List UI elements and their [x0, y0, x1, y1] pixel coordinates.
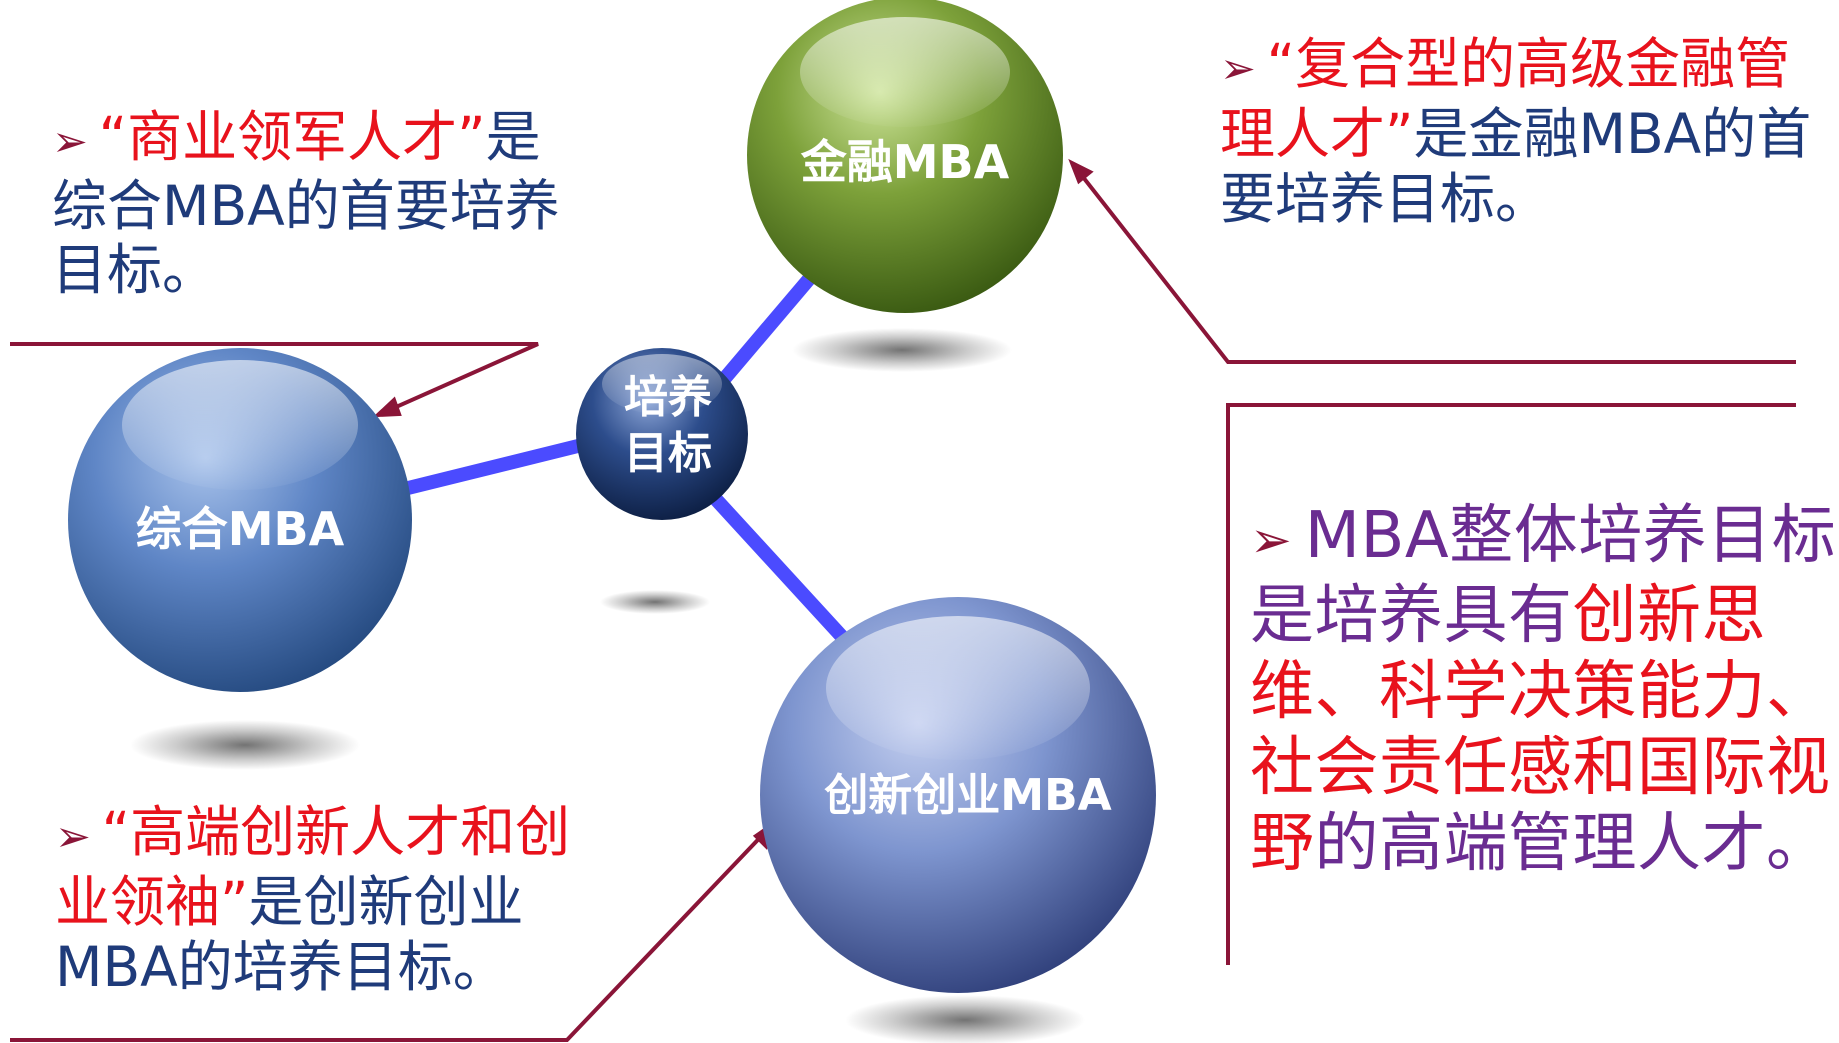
callout-innovation [10, 823, 774, 1042]
callout-overall-bracket [1226, 403, 1796, 965]
callout-comprehensive [10, 342, 539, 417]
note-innovation-highlight: “高端创新人才和创业领袖” [55, 800, 571, 934]
connector-finance [719, 267, 821, 383]
bullet-arrow-icon: ➢ [1220, 44, 1256, 94]
callout-comprehensive-arrowhead [372, 396, 402, 418]
center-label-line1: 培养 [624, 372, 712, 423]
callout-finance [1070, 161, 1796, 364]
shadow-comprehensive [130, 720, 360, 770]
note-overall-text1: MBA整体培养目标是培养具有 [1250, 499, 1837, 653]
note-finance-highlight: “复合型的高级金融管理人才” [1220, 32, 1791, 166]
note-innovation: ➢“高端创新人才和创业领袖”是创新创业MBA的培养目标。 [55, 800, 575, 1000]
callout-lines [10, 158, 1796, 1042]
node-comprehensive: 综合MBA [68, 348, 412, 692]
node-innovation: 创新创业MBA [760, 597, 1156, 993]
node-finance: 金融MBA [747, 0, 1063, 313]
note-comprehensive: ➢“商业领军人才”是综合MBA的首要培养目标。 [52, 105, 592, 302]
shadow-finance [792, 328, 1012, 372]
note-finance-text: 是金融MBA的首要培养目标。 [1220, 102, 1812, 231]
node-comprehensive-label: 综合MBA [136, 502, 345, 556]
note-innovation-text: 是创新创业MBA的培养目标。 [55, 870, 524, 999]
bullet-arrow-icon: ➢ [1250, 511, 1293, 569]
bullet-arrow-icon: ➢ [55, 812, 91, 862]
callout-finance-arrowhead [1068, 158, 1094, 185]
node-innovation-label: 创新创业MBA [824, 770, 1111, 821]
note-comprehensive-highlight: “商业领军人才” [98, 105, 486, 169]
note-finance: ➢“复合型的高级金融管理人才”是金融MBA的首要培养目标。 [1220, 32, 1820, 232]
node-center: 培养 目标 [576, 348, 748, 520]
note-overall-highlight: 创新思维、科学决策能力、社会责任感和国际视野 [1250, 579, 1831, 881]
note-comprehensive-text: 是综合MBA的首要培养目标。 [52, 105, 560, 302]
node-finance-label: 金融MBA [800, 135, 1010, 189]
note-overall: ➢MBA整体培养目标是培养具有创新思维、科学决策能力、社会责任感和国际视野的高端… [1250, 498, 1839, 882]
connector-comprehensive [398, 436, 592, 497]
note-overall-text2: 的高端管理人才。 [1314, 807, 1831, 881]
shadow-center [600, 590, 710, 614]
connector-innovation [706, 490, 851, 645]
shadow-innovation [845, 995, 1085, 1043]
center-label-line2: 目标 [624, 428, 712, 479]
bullet-arrow-icon: ➢ [52, 117, 88, 167]
connectors [398, 267, 851, 645]
